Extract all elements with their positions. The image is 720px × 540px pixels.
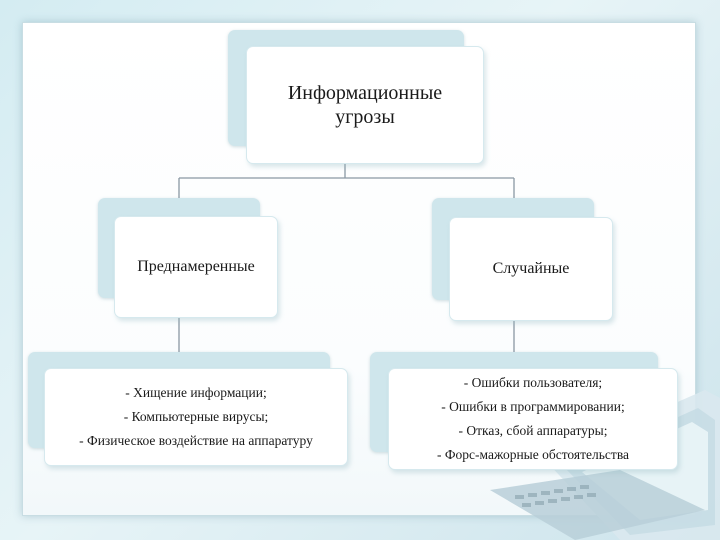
root-label-line1: Информационные (287, 82, 443, 104)
branch-accidental: Случайные (449, 217, 613, 321)
list-item: - Хищение информации; (125, 385, 267, 400)
intentional-threats-list-box: - Хищение информации; - Компьютерные вир… (44, 368, 348, 466)
root-node: Информационные угрозы (246, 46, 484, 164)
root-label-line2: угрозы (335, 106, 395, 128)
accidental-threats-list: - Ошибки пользователя; - Ошибки в програ… (437, 371, 629, 467)
list-item: - Отказ, сбой аппаратуры; (458, 423, 608, 438)
list-item: - Физическое воздействие на аппаратуру (79, 433, 313, 448)
list-item: - Ошибки пользователя; (463, 375, 603, 390)
list-item: - Ошибки в программировании; (441, 399, 625, 414)
branch-accidental-label: Случайные (492, 260, 570, 277)
list-item: - Компьютерные вирусы; (123, 409, 269, 424)
branch-intentional: Преднамеренные (114, 216, 278, 318)
accidental-threats-list-box: - Ошибки пользователя; - Ошибки в програ… (388, 368, 678, 470)
list-item: - Форс-мажорные обстоятельства (436, 447, 630, 462)
intentional-threats-list: - Хищение информации; - Компьютерные вир… (79, 381, 313, 453)
branch-intentional-label: Преднамеренные (137, 258, 255, 275)
